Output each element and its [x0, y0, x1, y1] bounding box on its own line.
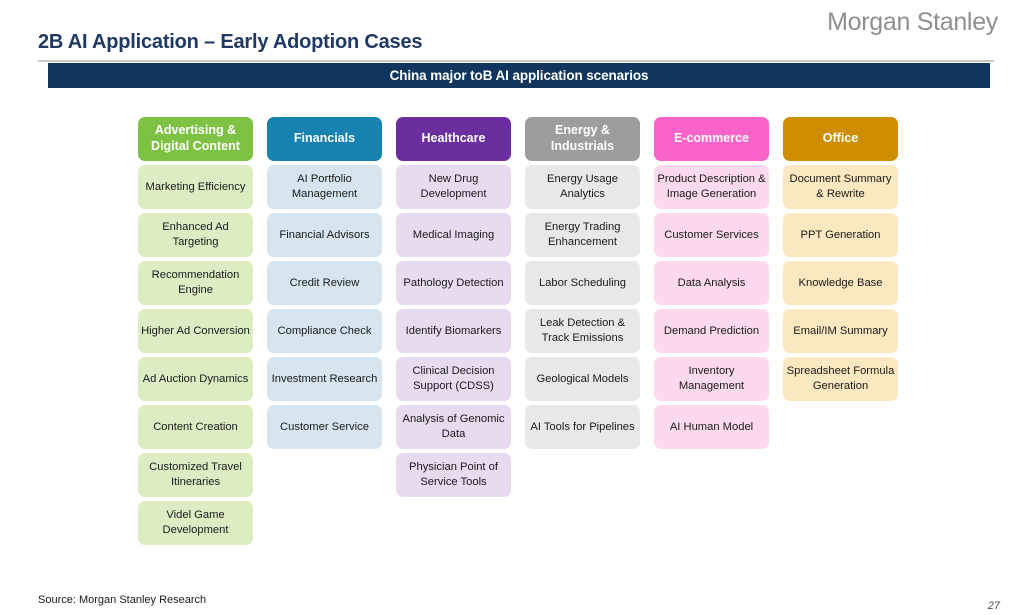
scenario-cell[interactable]: Geological Models [525, 357, 640, 401]
scenario-cell[interactable]: Knowledge Base [783, 261, 898, 305]
scenario-cell[interactable]: Customized Travel Itineraries [138, 453, 253, 497]
scenario-cell[interactable]: Document Summary & Rewrite [783, 165, 898, 209]
scenario-cell[interactable]: Data Analysis [654, 261, 769, 305]
column-header[interactable]: Energy & Industrials [525, 117, 640, 161]
scenario-cell[interactable]: Pathology Detection [396, 261, 511, 305]
scenario-cell[interactable]: Energy Usage Analytics [525, 165, 640, 209]
scenario-cell[interactable]: Financial Advisors [267, 213, 382, 257]
scenario-cell[interactable]: AI Portfolio Management [267, 165, 382, 209]
scenario-cell[interactable]: Credit Review [267, 261, 382, 305]
scenario-cell[interactable]: Inventory Management [654, 357, 769, 401]
scenario-cell[interactable]: Identify Biomarkers [396, 309, 511, 353]
page-number: 27 [987, 600, 1000, 612]
scenario-cell[interactable]: Higher Ad Conversion [138, 309, 253, 353]
scenario-cell[interactable]: Demand Prediction [654, 309, 769, 353]
scenario-cell[interactable]: Customer Services [654, 213, 769, 257]
section-banner: China major toB AI application scenarios [48, 63, 990, 88]
scenario-cell[interactable]: Videl Game Development [138, 501, 253, 545]
page-title: 2B AI Application – Early Adoption Cases [38, 31, 423, 53]
title-divider [38, 60, 994, 62]
column-header[interactable]: E-commerce [654, 117, 769, 161]
scenario-cell[interactable]: Email/IM Summary [783, 309, 898, 353]
morgan-stanley-logo: Morgan Stanley [827, 8, 998, 36]
scenario-cell[interactable]: Analysis of Genomic Data [396, 405, 511, 449]
scenario-cell[interactable]: Compliance Check [267, 309, 382, 353]
column-header[interactable]: Financials [267, 117, 382, 161]
scenario-cell[interactable]: Energy Trading Enhancement [525, 213, 640, 257]
scenario-cell[interactable]: PPT Generation [783, 213, 898, 257]
scenario-cell[interactable]: Customer Service [267, 405, 382, 449]
scenario-cell[interactable]: Product Description & Image Generation [654, 165, 769, 209]
column-header[interactable]: Healthcare [396, 117, 511, 161]
scenario-cell[interactable]: Labor Scheduling [525, 261, 640, 305]
scenario-cell[interactable]: Leak Detection & Track Emissions [525, 309, 640, 353]
scenario-cell[interactable]: AI Tools for Pipelines [525, 405, 640, 449]
column-header[interactable]: Advertising & Digital Content [138, 117, 253, 161]
scenario-cell[interactable]: Physician Point of Service Tools [396, 453, 511, 497]
source-note: Source: Morgan Stanley Research [38, 594, 207, 606]
scenario-cell[interactable]: Medical Imaging [396, 213, 511, 257]
scenario-cell[interactable]: Recommendation Engine [138, 261, 253, 305]
scenario-cell[interactable]: AI Human Model [654, 405, 769, 449]
scenario-cell[interactable]: Ad Auction Dynamics [138, 357, 253, 401]
scenario-cell[interactable]: New Drug Development [396, 165, 511, 209]
scenario-cell[interactable]: Enhanced Ad Targeting [138, 213, 253, 257]
column-header[interactable]: Office [783, 117, 898, 161]
scenario-cell[interactable]: Spreadsheet Formula Generation [783, 357, 898, 401]
scenario-cell[interactable]: Content Creation [138, 405, 253, 449]
scenario-cell[interactable]: Clinical Decision Support (CDSS) [396, 357, 511, 401]
scenario-cell[interactable]: Investment Research [267, 357, 382, 401]
scenario-cell[interactable]: Marketing Efficiency [138, 165, 253, 209]
